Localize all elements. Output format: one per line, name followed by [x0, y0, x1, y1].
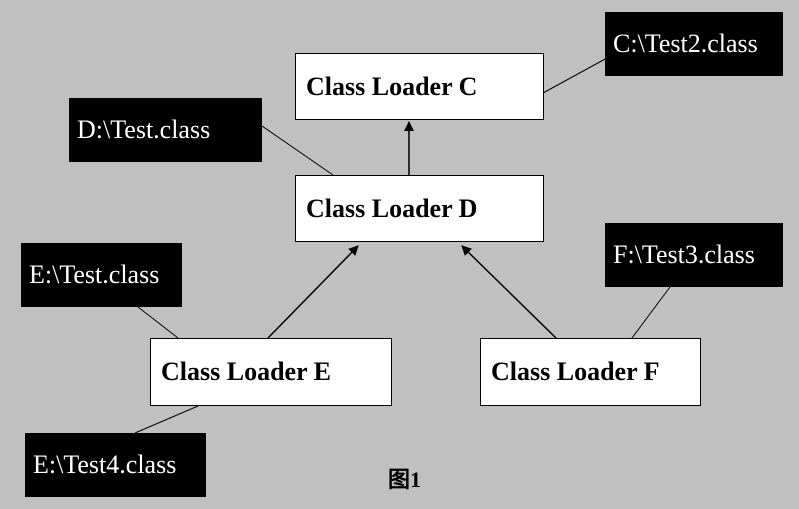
link-e-file-bottom	[134, 405, 199, 434]
class-loader-d: Class Loader D	[295, 175, 544, 242]
arrow-e-to-d	[267, 245, 359, 339]
link-f-file	[631, 286, 671, 339]
class-loader-c: Class Loader C	[295, 53, 544, 120]
file-f-test3-label: F:\Test3.class	[613, 240, 755, 269]
file-c-test2: C:\Test2.class	[605, 12, 783, 76]
class-loader-f-label: Class Loader F	[491, 357, 660, 386]
file-d-test-label: D:\Test.class	[77, 115, 211, 144]
file-c-test2-label: C:\Test2.class	[613, 29, 758, 58]
class-loader-c-label: Class Loader C	[306, 71, 478, 101]
file-e-test4: E:\Test4.class	[25, 433, 206, 497]
arrow-f-to-d	[461, 245, 557, 339]
file-d-test: D:\Test.class	[69, 98, 262, 162]
file-e-test-label: E:\Test.class	[29, 260, 160, 289]
class-loader-e: Class Loader E	[150, 338, 392, 406]
file-f-test3: F:\Test3.class	[605, 223, 783, 287]
class-loader-f: Class Loader F	[480, 338, 701, 406]
figure-caption: 图1	[388, 467, 422, 492]
file-e-test: E:\Test.class	[21, 243, 182, 307]
class-loader-d-label: Class Loader D	[306, 193, 478, 223]
link-e-file-top	[137, 306, 179, 339]
link-d-file	[261, 125, 334, 176]
file-e-test4-label: E:\Test4.class	[33, 450, 177, 479]
class-loader-e-label: Class Loader E	[161, 357, 331, 386]
